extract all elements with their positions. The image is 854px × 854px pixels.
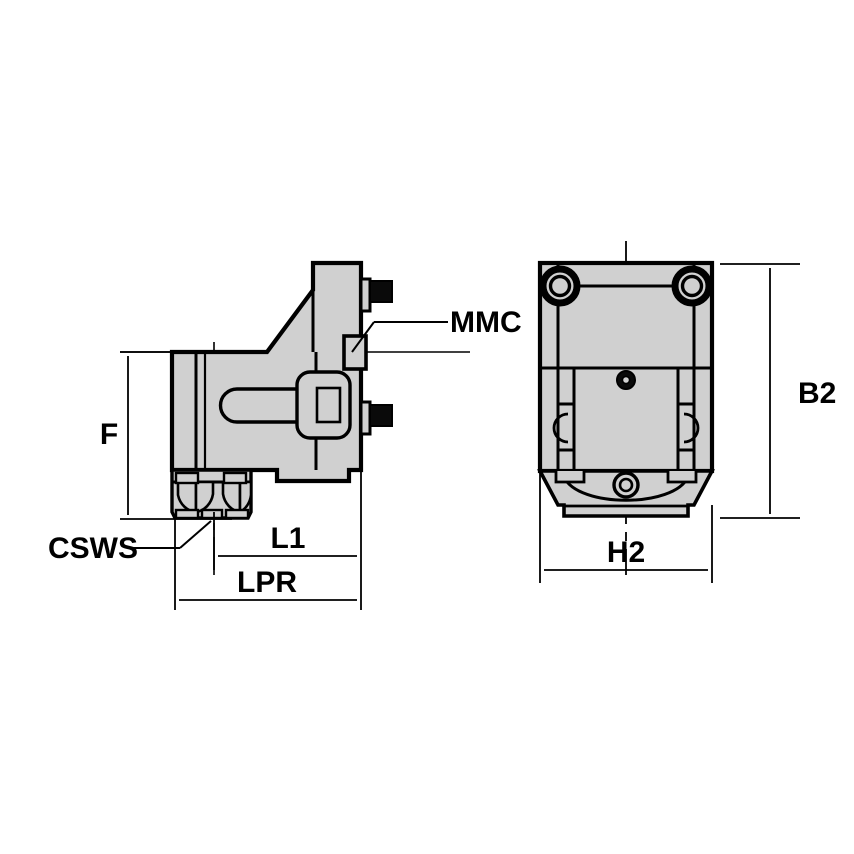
side-view-slot-tongue xyxy=(218,387,302,424)
bolt-hole-right-inner xyxy=(680,274,704,298)
mmc-leader-angled xyxy=(351,321,375,353)
side-view-lower-flange-step xyxy=(359,400,372,436)
side-view-slot-inner-rect xyxy=(315,386,342,424)
lpr-dimension-label: LPR xyxy=(237,566,297,599)
insert-clamp-right xyxy=(222,471,248,485)
front-view-bolt-hole-left xyxy=(539,265,581,307)
front-view-cutter-head xyxy=(537,469,715,518)
cutter-clamp-right xyxy=(666,471,698,484)
front-view-group: B2 H2 xyxy=(537,241,836,583)
mmc-label: MMC xyxy=(450,306,522,339)
lower-bolt-head xyxy=(369,404,393,427)
h2-dimension-label: H2 xyxy=(607,536,645,569)
annotation-csws: CSWS xyxy=(48,520,212,565)
insert-clamp-left xyxy=(174,471,200,485)
dimension-lpr: LPR xyxy=(174,519,362,610)
dimension-h2: H2 xyxy=(539,471,713,583)
front-view-bolt-hole-right xyxy=(671,265,713,307)
annotation-mmc: MMC xyxy=(351,306,522,353)
front-view-left-arc-port xyxy=(552,412,569,444)
cutter-head-scallop xyxy=(562,476,690,502)
side-view-group: F L1 LPR MMC xyxy=(48,260,522,610)
bolt-hole-left-inner xyxy=(548,274,572,298)
b2-dimension-label: B2 xyxy=(798,377,836,410)
center-bore-inner xyxy=(621,375,631,385)
csws-insert-assembly xyxy=(170,468,253,520)
dimension-l1: L1 xyxy=(213,440,362,570)
front-view-center-bore xyxy=(616,370,636,390)
mmc-feature-block xyxy=(342,334,368,371)
cutter-clamp-left xyxy=(554,471,586,484)
dimension-b2: B2 xyxy=(720,263,836,519)
insert-shim-middle xyxy=(200,508,224,520)
f-dimension-label: F xyxy=(100,418,118,451)
insert-shim-right xyxy=(224,508,250,520)
l1-dimension-label: L1 xyxy=(270,522,305,555)
cutter-center-screw-inner xyxy=(618,477,634,493)
csws-label: CSWS xyxy=(48,532,138,565)
upper-bolt-head xyxy=(369,280,393,303)
front-view-right-arc-port xyxy=(683,412,700,444)
insert-shim-left xyxy=(174,508,200,520)
side-view-upper-flange-step xyxy=(359,277,372,313)
csws-leader-angled xyxy=(179,520,212,549)
